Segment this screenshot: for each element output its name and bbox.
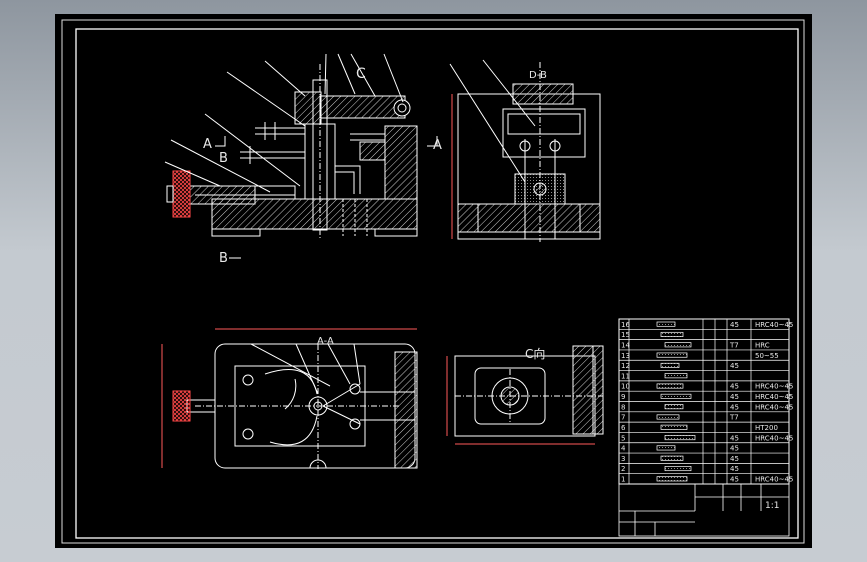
- outer-frame: [61, 19, 805, 544]
- bom-row-note: HRC40~45: [755, 403, 793, 411]
- bom-row-note: HRC: [755, 341, 770, 349]
- bom-part-name-glyphs: [656, 476, 688, 482]
- bom-part-name-glyphs: [656, 352, 688, 358]
- bom-row-mat: 45: [730, 321, 739, 329]
- title-block: [618, 483, 790, 537]
- drawing-sheet[interactable]: A B C A B: [55, 14, 812, 548]
- drawing-canvas: A B C A B: [61, 19, 805, 544]
- bom-row-no: 2: [621, 465, 625, 473]
- view-label-db: D-B: [529, 70, 547, 81]
- bom-row-no: 15: [621, 331, 630, 339]
- bom-part-name-glyphs: [656, 445, 676, 451]
- bom-row-no: 14: [621, 341, 630, 349]
- view-label-aa: A-A: [317, 336, 334, 347]
- bom-part-name-glyphs: [660, 424, 688, 430]
- bom-row-mat: 45: [730, 455, 739, 463]
- bom-row-no: 8: [621, 403, 625, 411]
- bom-part-name-glyphs: [664, 373, 688, 379]
- main-section-view: [164, 53, 438, 239]
- bom-part-name-glyphs: [660, 331, 684, 337]
- bom-row-no: 6: [621, 424, 626, 432]
- bom-part-name-glyphs: [664, 435, 696, 441]
- bom-row-note: HT200: [755, 424, 778, 432]
- cut-label-a-right: A: [433, 138, 442, 153]
- bom-part-name-glyphs: [664, 342, 692, 348]
- bom-row-no: 16: [621, 321, 630, 329]
- bom-row-mat: 45: [730, 465, 739, 473]
- cut-label-b: B: [219, 151, 228, 166]
- bom-row-mat: 45: [730, 383, 739, 391]
- bom-part-name-glyphs: [656, 383, 684, 389]
- bom-part-name-glyphs: [656, 321, 676, 327]
- bom-row-note: HRC40~45: [755, 321, 793, 329]
- side-section-view: [449, 59, 601, 242]
- bom-row-no: 9: [621, 393, 625, 401]
- bom-row-no: 13: [621, 352, 630, 360]
- bom-part-name-glyphs: [664, 466, 692, 472]
- bom-row-no: 10: [621, 383, 630, 391]
- bom-row-mat: 45: [730, 403, 739, 411]
- bom-row-mat: 45: [730, 476, 739, 484]
- bom-row-note: HRC40~45: [755, 476, 793, 484]
- bom-part-name-glyphs: [664, 404, 684, 410]
- bom-row-no: 4: [621, 445, 626, 453]
- bom-part-name-glyphs: [660, 393, 692, 399]
- bom-row-mat: T7: [729, 341, 739, 349]
- cut-label-a: A: [203, 137, 212, 152]
- bom-part-name-glyphs: [660, 455, 684, 461]
- bom-part-name-glyphs: [656, 414, 680, 420]
- bom-row-note: HRC40~45: [755, 393, 793, 401]
- plan-view: [161, 328, 418, 469]
- bom-row-note: HRC40~45: [755, 434, 793, 442]
- view-label-c-dir: C向: [525, 346, 545, 361]
- bom-row-no: 11: [621, 372, 630, 380]
- cut-label-b-bottom: B: [219, 251, 228, 266]
- view-c-labels: C向: [525, 346, 545, 361]
- bom-row-no: 12: [621, 362, 630, 370]
- view-label-c: C: [356, 66, 366, 82]
- bom-row-no: 7: [621, 414, 625, 422]
- bom-row-mat: 45: [730, 362, 739, 370]
- bom-row-note: HRC40~45: [755, 383, 793, 391]
- view-c: [446, 345, 604, 445]
- bom-row-no: 1: [621, 476, 625, 484]
- bom-row-mat: 45: [730, 434, 739, 442]
- bom-row-mat: 45: [730, 393, 739, 401]
- bom-row-mat: 45: [730, 445, 739, 453]
- bom-part-name-glyphs: [660, 362, 680, 368]
- bom-row-mat: T7: [729, 414, 739, 422]
- bom-row-no: 3: [621, 455, 625, 463]
- inner-frame: [75, 28, 799, 539]
- bom-row-note: 50~55: [755, 352, 779, 360]
- main-view-labels: A B C A B: [203, 66, 442, 266]
- scale-value: 1:1: [765, 501, 779, 511]
- bom-row-no: 5: [621, 434, 625, 442]
- side-view-labels: D-B: [529, 70, 547, 81]
- plan-view-labels: A-A: [317, 336, 334, 347]
